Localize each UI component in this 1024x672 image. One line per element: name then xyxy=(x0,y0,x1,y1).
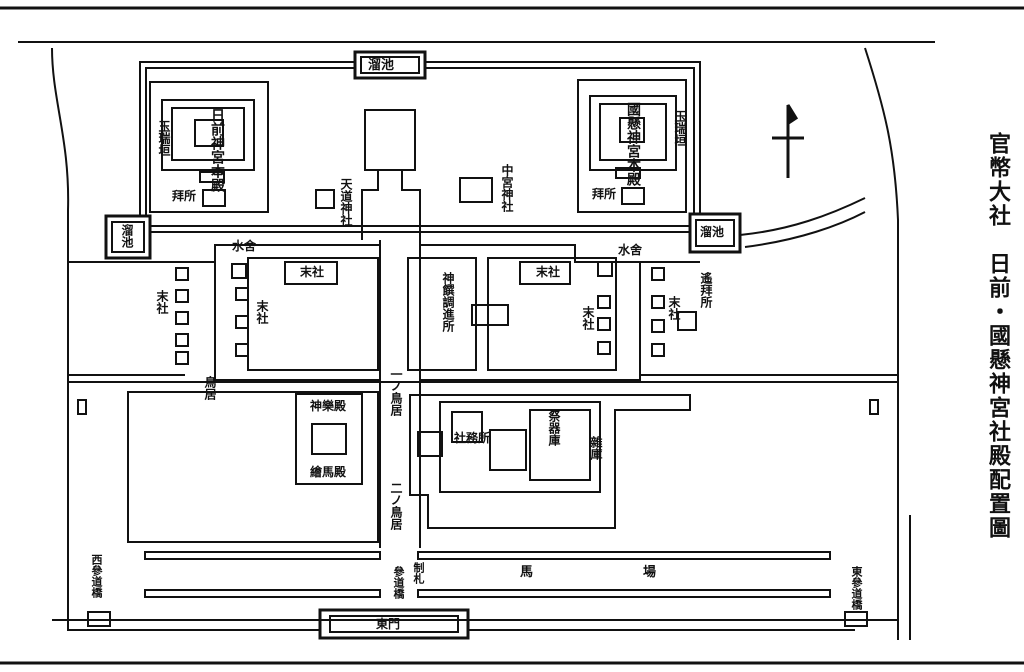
label-saikiko: 祭器庫 xyxy=(547,410,561,446)
label-sando-bridge: 參道橋 xyxy=(392,566,405,599)
label-kuni-shrine: 國懸神宮本殿 xyxy=(625,102,641,186)
label-shamusho: 社務所 xyxy=(454,431,491,445)
label-pond-top: 溜池 xyxy=(368,58,395,73)
label-torii-low: 二ノ鳥居 xyxy=(389,482,403,530)
label-pond-left: 溜池 xyxy=(120,224,134,248)
label-massha-b: 末社 xyxy=(255,300,269,324)
label-tamagaki-left: 玉瑞垣 xyxy=(157,120,171,156)
label-haisho-left: 拜所 xyxy=(172,189,197,203)
label-nakamiya-shrine: 中宮神社 xyxy=(500,164,514,212)
label-nishi-sando-bridge: 西參道橋 xyxy=(90,554,103,598)
label-zakko: 雜庫 xyxy=(589,436,603,460)
middle-left-block xyxy=(247,257,379,371)
shamusho-complex xyxy=(409,394,691,529)
label-bottom-gate: 東門 xyxy=(376,617,401,631)
label-massha-e: 末社 xyxy=(581,306,595,330)
label-mizuya-right: 水舍 xyxy=(618,243,643,257)
label-nichizen-shrine: 日前神宮本殿 xyxy=(209,108,225,192)
bottom-gate xyxy=(318,608,470,640)
label-tamagaki-right: 玉瑞垣 xyxy=(673,110,687,146)
map-title-line2: 日前・國懸神宮社殿配置圖 xyxy=(985,252,1011,540)
label-massha-d: 末社 xyxy=(536,265,561,279)
label-amemichi-shrine: 天道神社 xyxy=(339,178,353,226)
map-title-line1: 官幣大社 xyxy=(985,132,1011,228)
label-mizuya-left: 水舍 xyxy=(232,239,257,253)
massha-left-row xyxy=(175,263,249,365)
baba-rail-left-1 xyxy=(144,551,381,560)
label-emaden: 繪馬殿 xyxy=(310,465,347,479)
label-kaguraden: 神樂殿 xyxy=(310,399,347,413)
label-massha-a: 末社 xyxy=(155,290,169,314)
massha-right-row xyxy=(284,261,697,357)
label-yohaisho: 遙拜所 xyxy=(699,272,713,308)
label-baba: 馬場 xyxy=(520,565,767,580)
label-haisho-right: 拜所 xyxy=(592,187,617,201)
label-massha-f: 末社 xyxy=(667,296,681,320)
label-seisatsu: 制札 xyxy=(412,562,425,584)
label-pond-right: 溜池 xyxy=(700,225,725,239)
north-arrow-icon xyxy=(772,104,804,178)
label-shinsen-chojinsho: 神饌調進所 xyxy=(441,272,455,332)
label-torii-mid: 一ノ鳥居 xyxy=(389,368,403,416)
label-higashi-sando-bridge: 東參道橋 xyxy=(850,566,863,610)
label-massha-c: 末社 xyxy=(300,265,325,279)
label-torii-left: 鳥居 xyxy=(203,376,217,400)
south-enclosure xyxy=(67,381,899,621)
